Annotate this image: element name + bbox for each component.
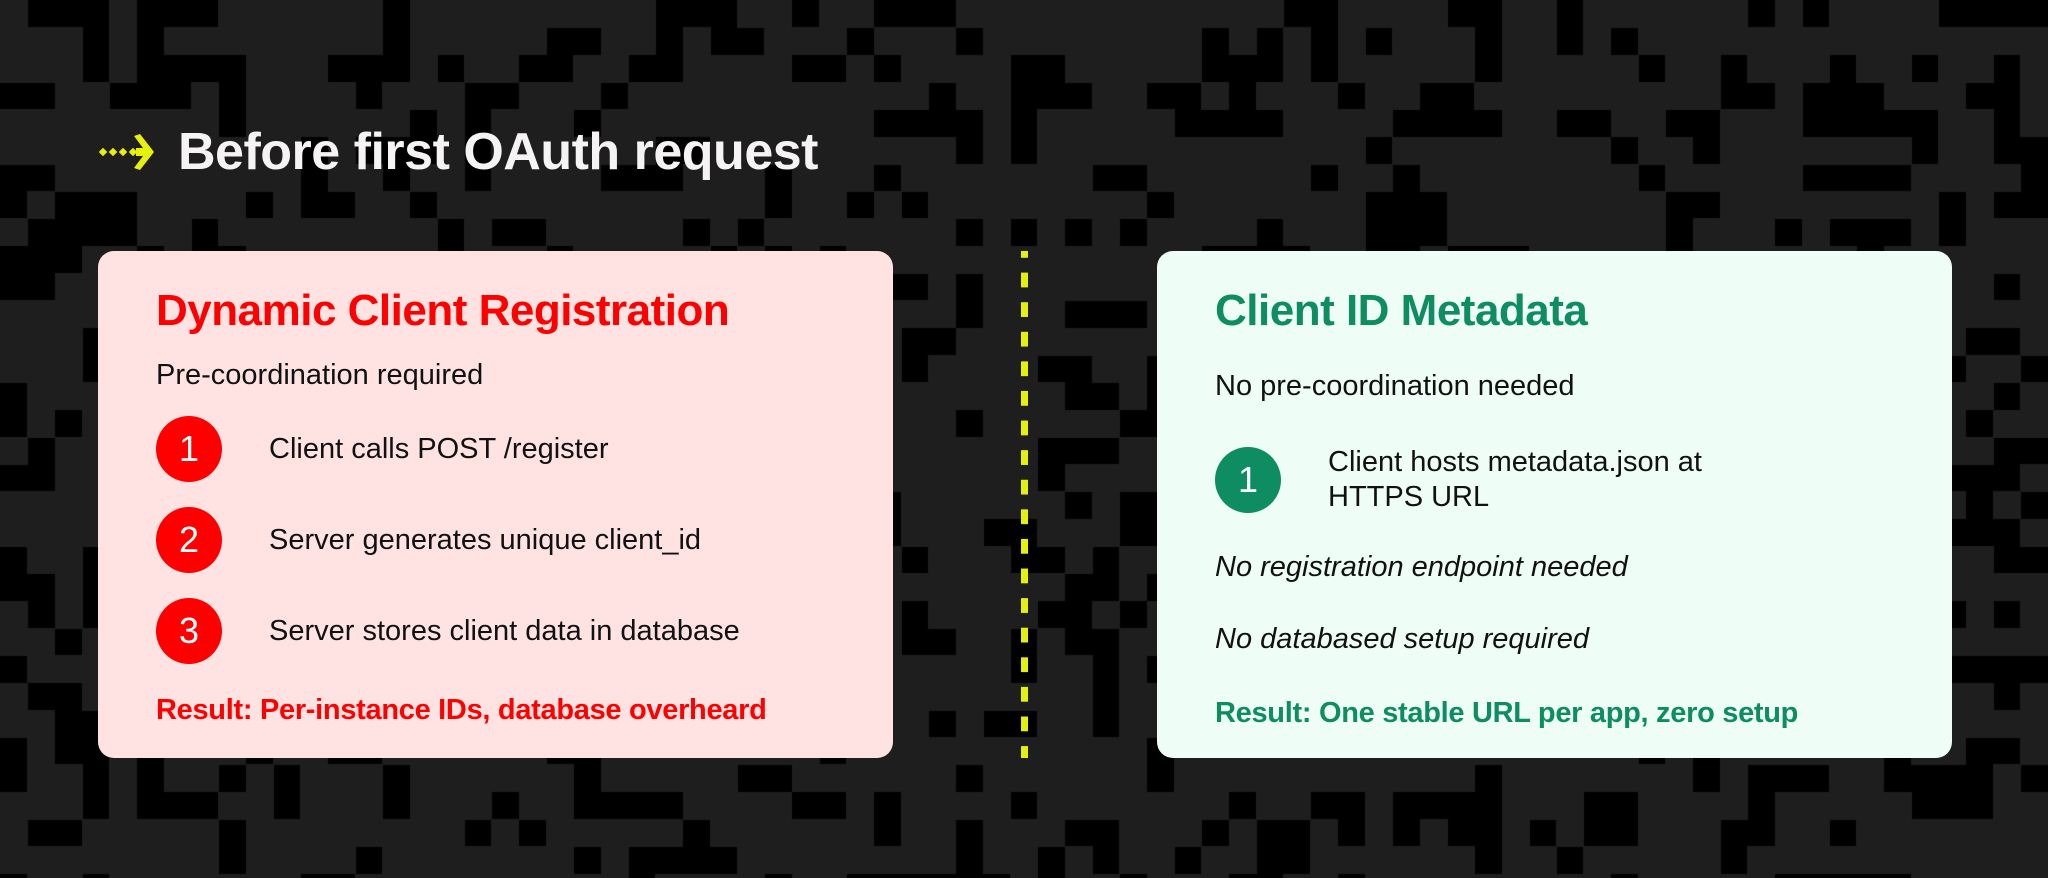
step-number-badge: 1	[156, 416, 222, 482]
step-item: 1 Client calls POST /register	[156, 416, 609, 482]
step-number-badge: 1	[1215, 447, 1281, 513]
card-subtitle: Pre-coordination required	[156, 359, 484, 391]
page-title: Before first OAuth request	[178, 123, 818, 181]
step-item: 1 Client hosts metadata.json at HTTPS UR…	[1215, 445, 1748, 515]
step-text: Client hosts metadata.json at HTTPS URL	[1328, 446, 1702, 513]
client-id-metadata-card: Client ID Metadata No pre-coordination n…	[1157, 251, 1952, 758]
note-text: No databased setup required	[1215, 623, 1590, 655]
card-subtitle: No pre-coordination needed	[1215, 370, 1575, 402]
step-number-badge: 2	[156, 507, 222, 573]
card-title: Dynamic Client Registration	[156, 286, 730, 335]
slide-header: Before first OAuth request	[98, 122, 818, 182]
step-item: 3 Server stores client data in database	[156, 598, 740, 664]
card-title: Client ID Metadata	[1215, 286, 1588, 335]
step-text: Server generates unique client_id	[269, 523, 702, 556]
dynamic-client-registration-card: Dynamic Client Registration Pre-coordina…	[98, 251, 893, 758]
note-text: No registration endpoint needed	[1215, 551, 1628, 583]
dashed-divider	[1021, 251, 1028, 758]
step-text: Server stores client data in database	[269, 614, 740, 647]
step-number-badge: 3	[156, 598, 222, 664]
result-text: Result: One stable URL per app, zero set…	[1215, 697, 1799, 729]
step-text: Client calls POST /register	[269, 432, 609, 465]
step-item: 2 Server generates unique client_id	[156, 507, 701, 573]
dotted-arrow-right-icon	[98, 132, 156, 172]
result-text: Result: Per-instance IDs, database overh…	[156, 694, 767, 726]
